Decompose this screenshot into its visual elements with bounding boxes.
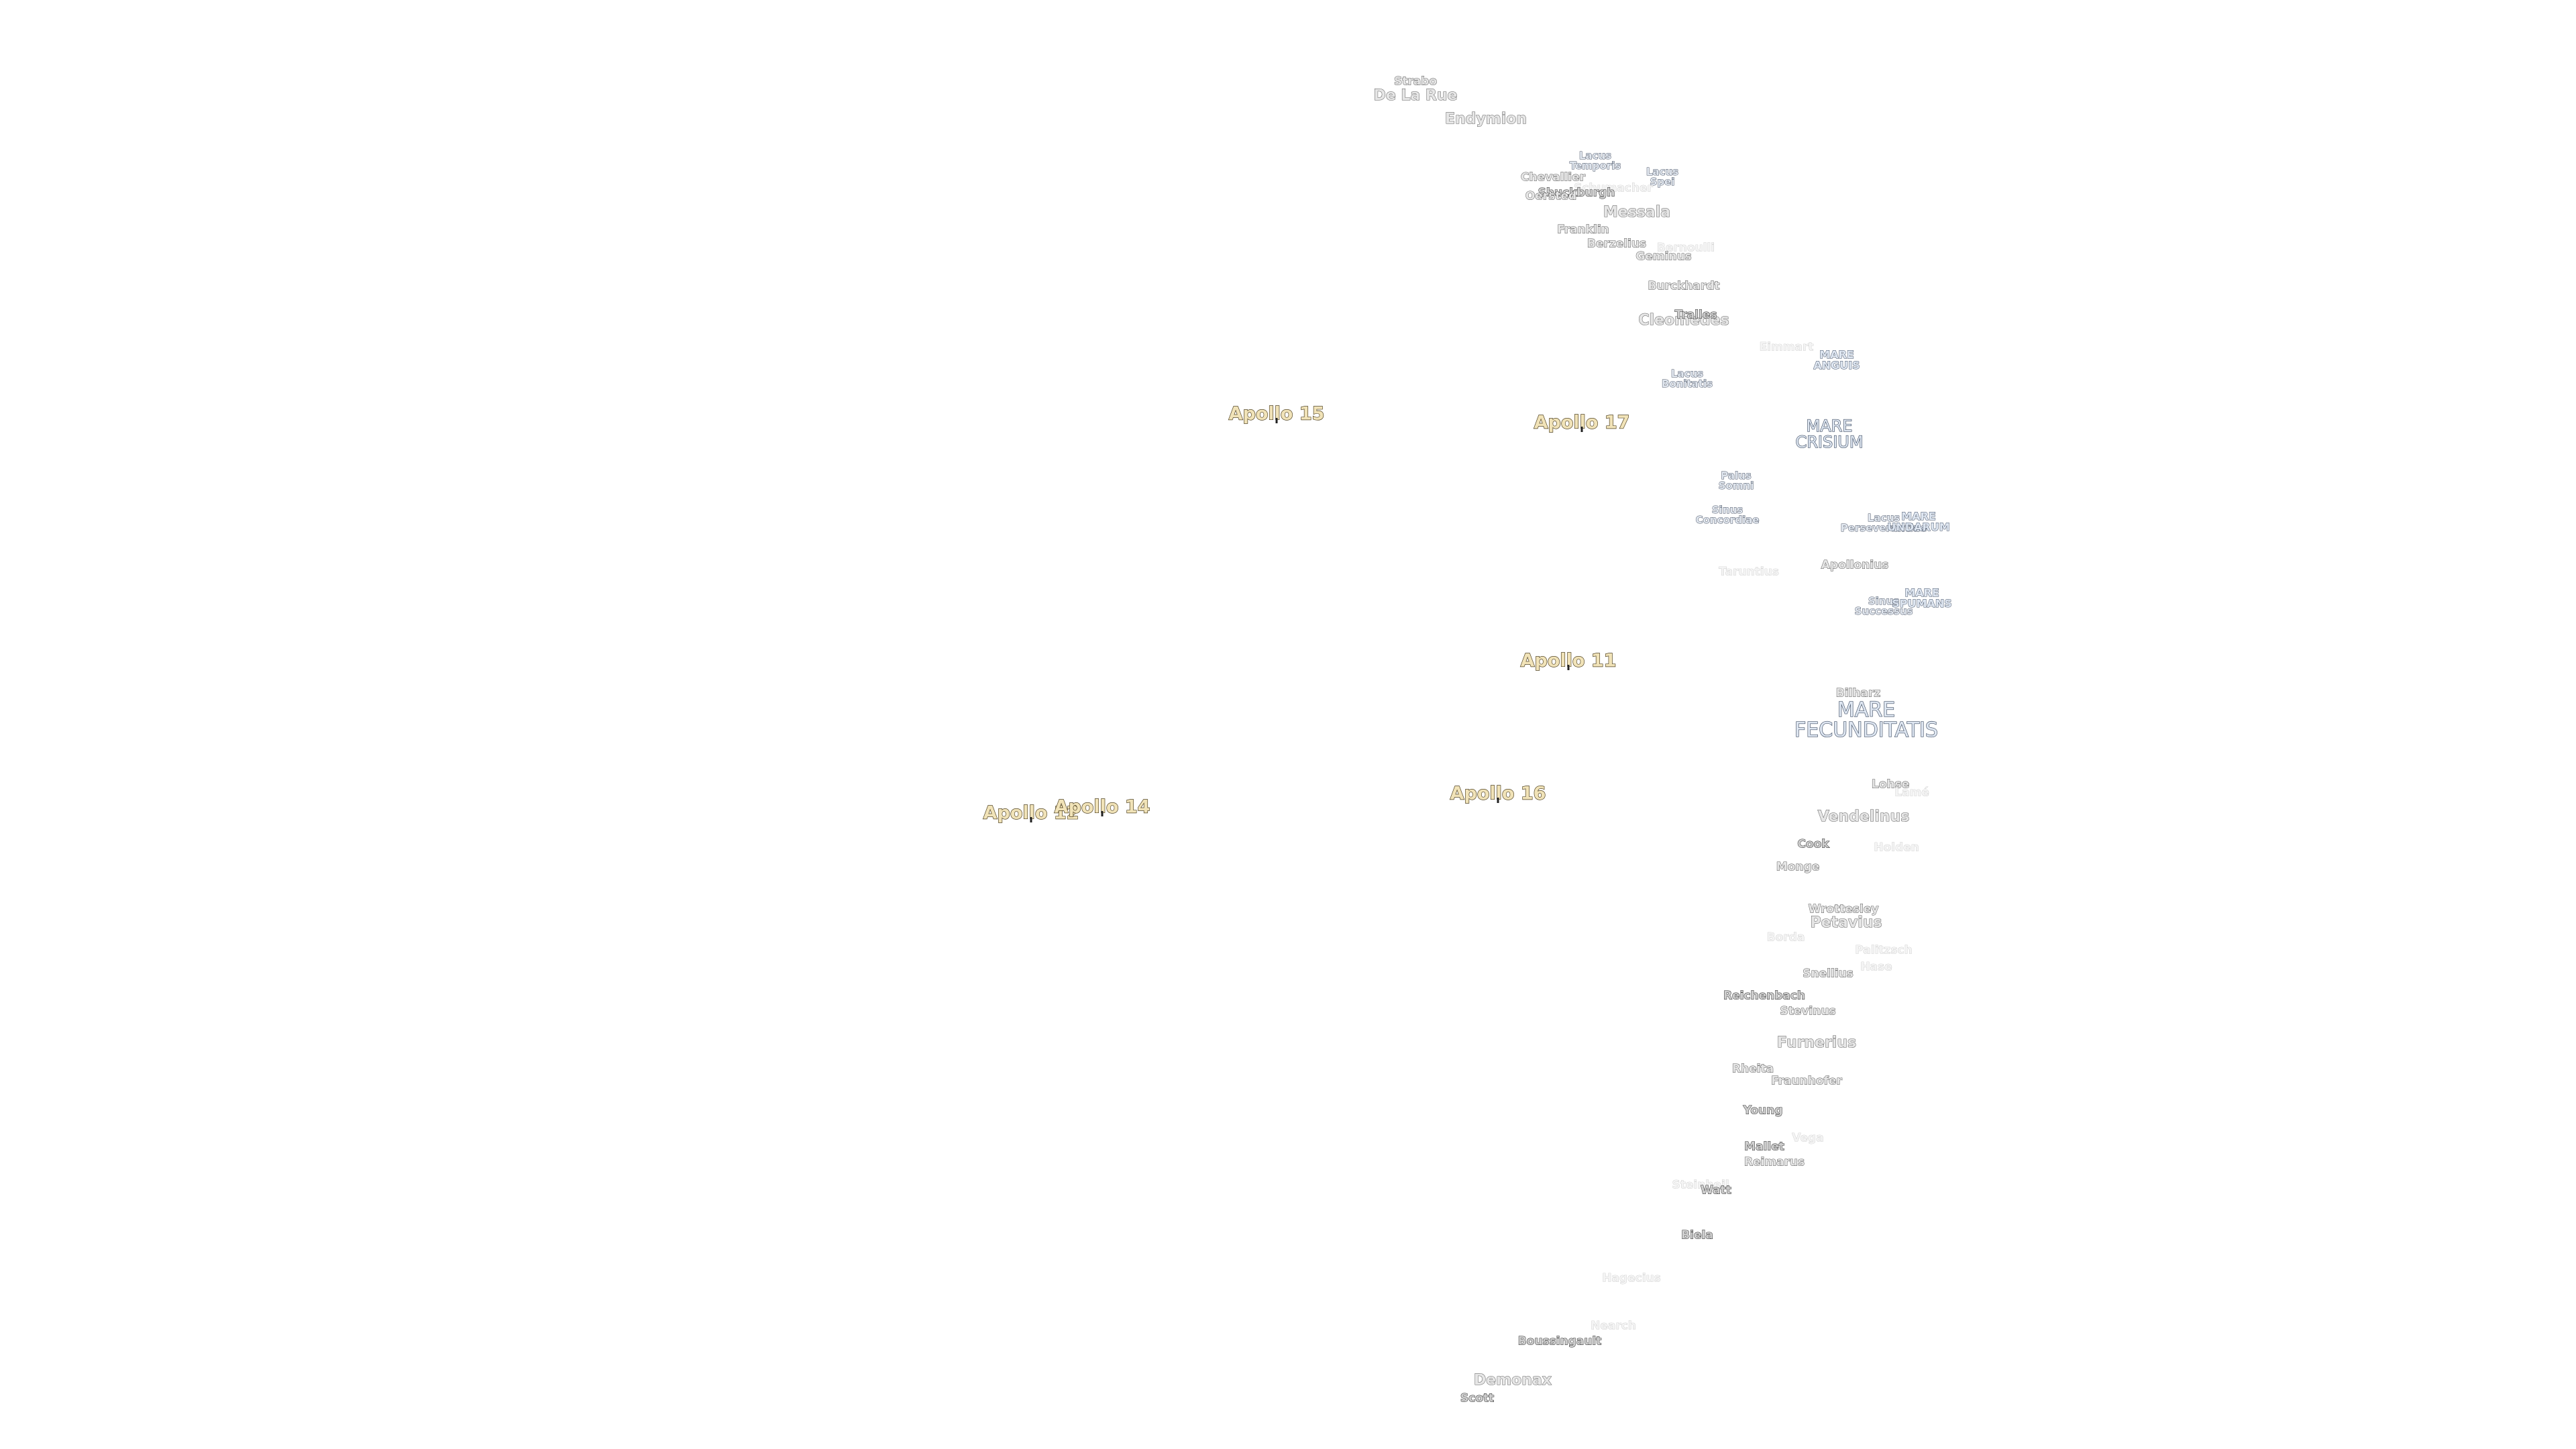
crater-label-petavius: Petavius <box>1810 914 1882 931</box>
crater-label-burckhardt: Burckhardt <box>1648 279 1720 293</box>
crater-label-stevinus: Stevinus <box>1780 1004 1836 1018</box>
crater-label-reimarus: Reimarus <box>1743 1155 1805 1169</box>
crater-label-reichenbach: Reichenbach <box>1723 989 1806 1003</box>
crater-label-lohse: Lohse <box>1871 777 1910 792</box>
crater-label-schumacher: Schumacher <box>1574 181 1653 195</box>
crater-label-fraunhofer: Fraunhofer <box>1771 1074 1843 1088</box>
apollo-site-label-apollo-17[interactable]: Apollo 17 <box>1534 412 1630 433</box>
lake-label-lacus-perseverantiae: Lacus Perseverantiae <box>1840 512 1927 534</box>
lake-label-palus-somni: Palus Somni <box>1718 470 1754 492</box>
crater-label-young: Young <box>1743 1104 1783 1118</box>
crater-label-snellius: Snellius <box>1803 967 1854 981</box>
apollo-site-label-apollo-11[interactable]: Apollo 11 <box>1520 650 1617 672</box>
mare-label-mare-fecunditatis: MARE FECUNDITATIS <box>1794 698 1938 742</box>
apollo-site-label-apollo-15[interactable]: Apollo 15 <box>1228 403 1325 425</box>
crater-label-vendelinus: Vendelinus <box>1817 808 1910 825</box>
crater-label-vega: Vega <box>1792 1131 1824 1145</box>
mare-label-mare-spumans: MARE SPUMANS <box>1892 586 1952 610</box>
crater-label-hase: Hase <box>1860 960 1892 974</box>
crater-label-mallet: Mallet <box>1744 1140 1785 1154</box>
crater-label-chevallier: Chevallier <box>1520 170 1586 184</box>
lake-label-sinus-successus: Sinus Successus <box>1854 595 1913 617</box>
crater-label-apollonius: Apollonius <box>1821 558 1889 572</box>
lake-label-lacus-bonitatis: Lacus Bonitatis <box>1661 368 1713 390</box>
crater-label-cleomedes: Cleomedes <box>1638 312 1729 329</box>
crater-label-demonax: Demonax <box>1474 1372 1552 1389</box>
apollo-site-label-apollo-16[interactable]: Apollo 16 <box>1450 783 1546 804</box>
crater-label-taruntius: Taruntius <box>1719 565 1779 579</box>
crater-label-berzelius: Berzelius <box>1587 237 1647 251</box>
crater-label-boussingault: Boussingault <box>1517 1334 1602 1348</box>
crater-label-de-la-rue: De La Rue <box>1373 87 1458 104</box>
crater-label-nearch: Nearch <box>1591 1319 1636 1333</box>
crater-label-messala: Messala <box>1603 204 1671 221</box>
lake-label-lacus-spei: Lacus Spei <box>1646 166 1679 188</box>
crater-label-tralles: Tralles <box>1674 308 1717 322</box>
crater-label-steinheil: Steinheil <box>1672 1178 1729 1192</box>
crater-label-wrottesley: Wrottesley <box>1808 902 1879 916</box>
crater-label-cook: Cook <box>1797 837 1829 851</box>
crater-label-bernoulli: Bernoulli <box>1656 241 1715 255</box>
crater-label-palitzsch: Palitzsch <box>1855 943 1913 957</box>
crater-label-holden: Holden <box>1874 841 1919 855</box>
crater-label-oersted: Oersted <box>1525 189 1577 203</box>
landing-site-marker <box>1101 811 1104 816</box>
crater-label-franklin: Franklin <box>1557 223 1610 237</box>
crater-label-bilharz: Bilharz <box>1835 686 1881 700</box>
mare-label-mare-anguis: MARE ANGUIS <box>1813 348 1860 372</box>
crater-label-watt: Watt <box>1701 1183 1732 1197</box>
crater-label-rheita: Rheita <box>1731 1062 1774 1076</box>
mare-label-mare-undarum: MARE UNDARUM <box>1887 510 1950 533</box>
apollo-site-label-apollo-14[interactable]: Apollo 14 <box>1054 796 1150 818</box>
landing-site-marker <box>1275 418 1278 423</box>
lake-label-sinus-concordiae: Sinus Concordiae <box>1695 504 1760 526</box>
crater-label-biela: Biela <box>1681 1228 1714 1242</box>
lake-label-lacus-temporis: Lacus Temporis <box>1569 150 1621 172</box>
crater-label-eimmart: Eimmart <box>1759 340 1814 354</box>
crater-label-geminus: Geminus <box>1635 250 1692 264</box>
landing-site-marker <box>1030 817 1032 822</box>
crater-label-lamé: Lamé <box>1894 786 1929 800</box>
landing-site-marker <box>1580 427 1583 432</box>
landing-site-marker <box>1497 798 1499 803</box>
crater-label-strabo: Strabo <box>1393 74 1438 89</box>
crater-label-furnerius: Furnerius <box>1776 1034 1857 1051</box>
apollo-site-label-apollo-12[interactable]: Apollo 12 <box>983 802 1079 824</box>
crater-label-hagecius: Hagecius <box>1602 1271 1661 1285</box>
crater-label-scott: Scott <box>1460 1391 1495 1405</box>
crater-label-shuckburgh: Shuckburgh <box>1538 186 1615 200</box>
crater-label-borda: Borda <box>1766 930 1805 945</box>
crater-label-endymion: Endymion <box>1444 111 1527 127</box>
landing-site-marker <box>1567 665 1570 670</box>
crater-label-monge: Monge <box>1776 860 1820 874</box>
mare-label-mare-crisium: MARE CRISIUM <box>1795 417 1864 451</box>
